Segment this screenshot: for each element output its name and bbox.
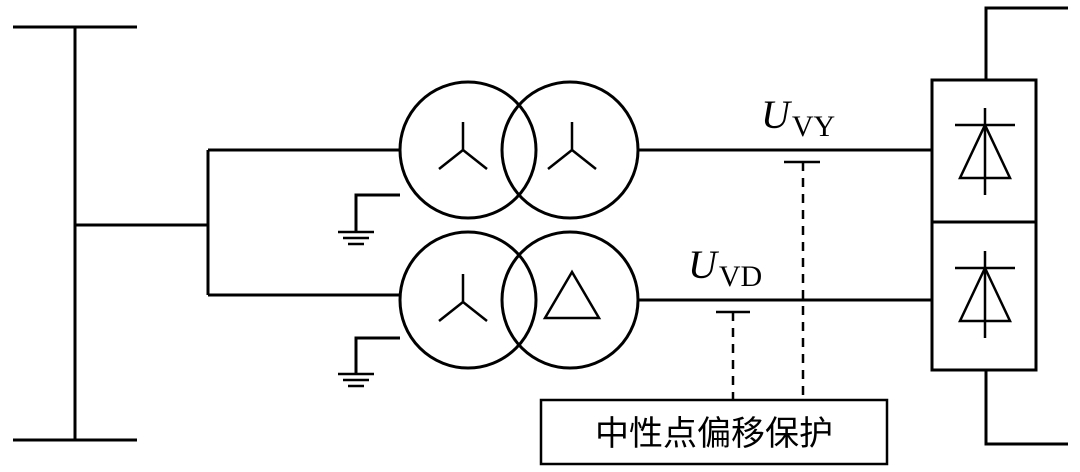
transformer-yy [398, 80, 640, 220]
thyristor-icon [955, 108, 1015, 195]
delta-symbol-icon [542, 269, 602, 320]
ground-icon [338, 336, 400, 388]
vt-vd [714, 298, 752, 400]
uvd-label: UVD [688, 242, 762, 293]
dc-positive-line [984, 6, 1068, 80]
thyristor-icon [955, 251, 1015, 338]
uvy-label: UVY [761, 92, 835, 143]
dc-negative-line [984, 370, 1068, 446]
transformer-yy-primary-winding [398, 80, 538, 220]
ground-icon [338, 193, 400, 246]
transformer-yd-primary-winding [398, 230, 538, 370]
wye-symbol-icon [438, 122, 488, 170]
transformer-yd-secondary-winding [500, 230, 640, 370]
wye-symbol-icon [547, 122, 597, 170]
wye-symbol-icon [438, 274, 488, 322]
vt-vy [783, 148, 822, 400]
transformer-yd [398, 230, 640, 370]
protection-box: 中性点偏移保护 [539, 398, 889, 466]
ac-bus [13, 25, 137, 442]
feeder-line [75, 148, 400, 297]
converter [930, 6, 1068, 446]
protection-box-label: 中性点偏移保护 [595, 414, 833, 454]
